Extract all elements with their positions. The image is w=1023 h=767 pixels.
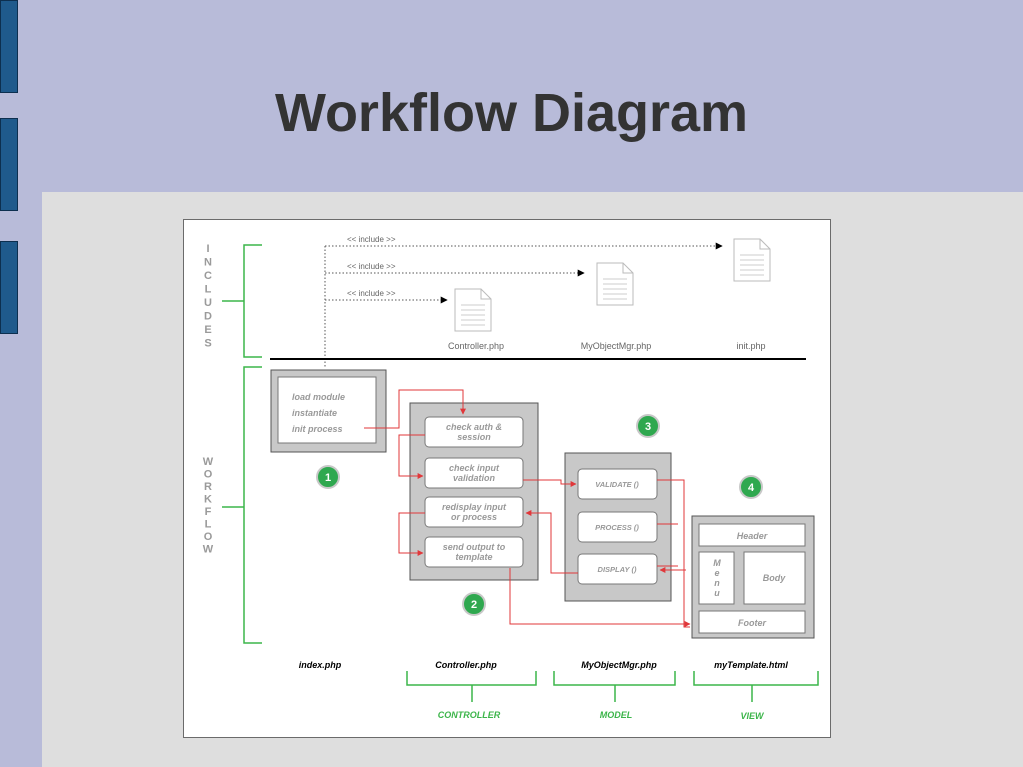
svg-text:4: 4 — [748, 482, 755, 494]
svg-text:1: 1 — [325, 472, 331, 484]
view-layer-label: VIEW — [740, 711, 765, 721]
model-validate-label: VALIDATE () — [595, 480, 639, 489]
view-layer-bracket — [693, 671, 819, 702]
controller-layer-label: CONTROLLER — [438, 710, 501, 720]
controller-item-3-line-2: or process — [451, 512, 497, 522]
model-item-validate — [577, 468, 658, 500]
model-display-label: DISPLAY () — [598, 565, 637, 574]
include-file-objectmgr: MyObjectMgr.php — [581, 341, 652, 351]
controller-item-1-line-1: check auth & — [446, 422, 502, 432]
workflow-bracket — [222, 366, 262, 644]
controller-item-2 — [424, 457, 524, 489]
controller-layer-bracket — [406, 671, 537, 702]
model-item-display — [577, 553, 658, 585]
model-layer-bracket — [553, 671, 676, 702]
step-badge-3: 3 — [636, 414, 660, 438]
document-icon — [596, 262, 634, 306]
sidebar-tab-3 — [0, 241, 18, 334]
index-filename: index.php — [299, 660, 342, 670]
view-menu — [698, 551, 735, 605]
include-file-controller: Controller.php — [448, 341, 504, 351]
include-label-1: << include >> — [347, 235, 396, 244]
slide-title: Workflow Diagram — [274, 83, 749, 143]
model-item-process — [577, 511, 658, 543]
sidebar-tab-2 — [0, 118, 18, 211]
controller-item-4-line-2: template — [455, 552, 492, 562]
include-file-init: init.php — [736, 341, 765, 351]
index-line-3: init process — [292, 424, 343, 434]
flow-arrows — [364, 389, 691, 628]
view-header — [698, 523, 806, 547]
step-badge-2: 2 — [462, 592, 486, 616]
controller-item-4-line-1: send output to — [443, 542, 506, 552]
controller-item-3-line-1: redisplay input — [442, 502, 507, 512]
index-line-2: instantiate — [292, 408, 337, 418]
include-label-3: << include >> — [347, 289, 396, 298]
view-body-label: Body — [763, 573, 786, 583]
view-header-label: Header — [737, 531, 768, 541]
document-icon — [733, 238, 771, 282]
index-line-1: load module — [292, 392, 345, 402]
model-layer-label: MODEL — [600, 710, 633, 720]
sidebar-tab-1 — [0, 0, 18, 93]
controller-item-2-line-1: check input — [449, 463, 500, 473]
model-process-label: PROCESS () — [595, 523, 639, 532]
step-badge-1: 1 — [316, 465, 340, 489]
controller-item-2-line-2: validation — [453, 473, 496, 483]
step-badge-4: 4 — [739, 475, 763, 499]
svg-text:2: 2 — [471, 599, 477, 611]
controller-item-3 — [424, 496, 524, 528]
svg-text:3: 3 — [645, 421, 651, 433]
controller-item-1 — [424, 416, 524, 448]
view-body — [743, 551, 806, 605]
controller-item-4 — [424, 536, 524, 568]
model-filename: MyObjectMgr.php — [581, 660, 657, 670]
controller-filename: Controller.php — [435, 660, 497, 670]
controller-item-1-line-2: session — [457, 432, 491, 442]
view-footer — [698, 610, 806, 634]
view-filename: myTemplate.html — [714, 660, 788, 670]
document-icon — [454, 288, 492, 332]
view-footer-label: Footer — [738, 618, 766, 628]
includes-bracket — [222, 244, 262, 358]
include-label-2: << include >> — [347, 262, 396, 271]
